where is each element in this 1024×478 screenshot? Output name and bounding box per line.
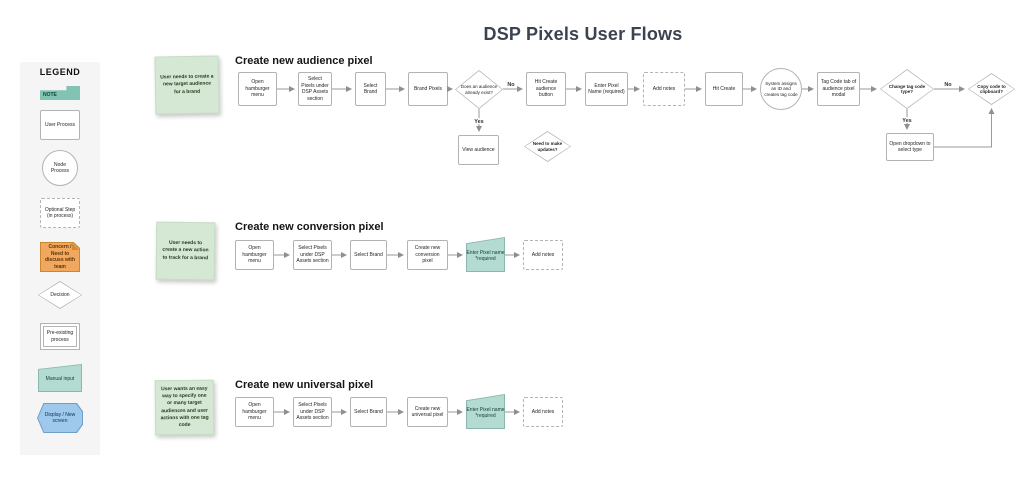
node-conversion-enter-name[interactable]: Enter Pixel name *required [466, 237, 505, 272]
legend-decision-shape[interactable]: Decision [38, 281, 82, 309]
decision-copy-code[interactable]: Copy code to clipboard? [968, 73, 1015, 105]
node-conversion-open-menu[interactable]: Open hamburger menu [235, 240, 274, 270]
node-conversion-select-brand[interactable]: Select Brand [350, 240, 387, 270]
legend-display-label: Display / New screen [44, 411, 76, 425]
node-label: Change tag code type? [888, 83, 926, 94]
node-label: Select Pixels under DSP Assets section [296, 402, 329, 422]
node-enter-pixel-name[interactable]: Enter Pixel Name (required) [585, 72, 628, 106]
node-label: Select Brand [363, 82, 378, 96]
decision-audience-exists[interactable]: Does an audience already exist? [455, 70, 503, 109]
legend-title: LEGEND [39, 67, 81, 77]
node-conversion-select-pixels[interactable]: Select Pixels under DSP Assets section [293, 240, 332, 270]
node-label: Open hamburger menu [242, 402, 267, 422]
node-audience-select-pixels[interactable]: Select Pixels under DSP Assets section [298, 72, 332, 106]
sticky-note-audience[interactable]: User needs to create a new target audien… [154, 55, 220, 115]
legend-optional-step-shape[interactable]: Optional Step (in process) [40, 198, 80, 228]
node-audience-add-notes[interactable]: Add notes [643, 72, 685, 106]
node-audience-brand-pixels[interactable]: Brand Pixels [408, 72, 448, 106]
legend-user-process-label: User Process [44, 121, 75, 128]
node-label: Enter Pixel name *required [466, 406, 505, 420]
node-universal-add-notes[interactable]: Add notes [523, 397, 563, 427]
legend-note-label: NOTE [43, 92, 57, 98]
legend-concern-label: Concern / Need to discuss with team [44, 244, 75, 270]
node-label: Select Pixels under DSP Assets section [296, 245, 329, 265]
node-system-assigns-id[interactable]: System assigns an ID and creates tag cod… [760, 68, 802, 110]
node-label: View audience [462, 146, 495, 153]
node-label: Open hamburger menu [242, 245, 267, 265]
sticky-note-universal-text: User wants an easy way to specify one or… [160, 385, 209, 429]
flow-title-audience: Create new audience pixel [235, 55, 373, 67]
folded-corner-icon [72, 243, 79, 250]
legend-preexisting-label: Pre-existing process [46, 330, 74, 343]
node-label: Create new conversion pixel [414, 245, 441, 265]
node-label: Copy code to clipboard? [977, 83, 1006, 94]
sticky-note-audience-text: User needs to create a new target audien… [160, 73, 214, 95]
node-label: Open dropdown to select type [889, 140, 931, 154]
node-label: Add notes [531, 251, 555, 258]
legend-panel: LEGEND NOTE User Process Node Process Op… [20, 62, 100, 455]
node-label: Create new universal pixel [411, 405, 444, 419]
page-title: DSP Pixels User Flows [483, 24, 683, 44]
legend-manual-input-label: Manual input [45, 376, 75, 383]
flow-title-universal: Create new universal pixel [235, 379, 374, 391]
node-label: Enter Pixel Name (required) [588, 82, 625, 96]
node-label: Brand Pixels [413, 85, 443, 92]
legend-concern-shape[interactable]: Concern / Need to discuss with team [40, 242, 80, 272]
legend-node-process-label: Node Process [50, 161, 70, 174]
node-label: Enter Pixel name *required [466, 249, 505, 263]
node-hit-create[interactable]: Hit Create [705, 72, 743, 106]
node-label: Add notes [531, 408, 555, 415]
node-hit-create-audience[interactable]: Hit Create audience button [526, 72, 566, 106]
edge-label-yes-2: Yes [902, 118, 911, 124]
flow-title-conversion: Create new conversion pixel [235, 221, 384, 233]
legend-preexisting-shape[interactable]: Pre-existing process [40, 323, 80, 350]
sticky-note-conversion-text: User needs to create a new action to tra… [162, 239, 209, 261]
legend-decision-label: Decision [50, 292, 70, 298]
node-label: Tag Code tab of audience pixel modal [820, 79, 857, 99]
edge-label-no-1: No [507, 82, 515, 88]
node-tag-code-tab[interactable]: Tag Code tab of audience pixel modal [817, 72, 860, 106]
edge-label-no-2: No [944, 82, 952, 88]
legend-note-shape[interactable]: NOTE [40, 86, 80, 100]
node-audience-open-menu[interactable]: Open hamburger menu [238, 72, 277, 106]
legend-user-process-shape[interactable]: User Process [40, 110, 80, 140]
node-audience-select-brand[interactable]: Select Brand [355, 72, 386, 106]
decision-need-updates[interactable]: Need to make updates? [524, 131, 571, 162]
node-create-universal-pixel[interactable]: Create new universal pixel [407, 397, 448, 427]
legend-node-process-shape[interactable]: Node Process [42, 150, 78, 186]
node-label: Need to make updates? [532, 141, 563, 152]
edge-label-yes-1: Yes [474, 119, 483, 125]
node-label: Hit Create audience button [534, 79, 558, 99]
node-label: Add notes [652, 85, 676, 92]
node-label: Select Brand [354, 408, 383, 415]
node-label: Hit Create [712, 85, 736, 92]
legend-optional-step-label: Optional Step (in process) [44, 206, 76, 220]
node-label: Select Pixels under DSP Assets section [301, 76, 329, 102]
sticky-note-universal[interactable]: User wants an easy way to specify one or… [154, 379, 215, 436]
node-universal-select-pixels[interactable]: Select Pixels under DSP Assets section [293, 397, 332, 427]
node-label: Select Brand [354, 251, 383, 258]
legend-manual-input-shape[interactable]: Manual input [38, 364, 82, 392]
node-universal-enter-name[interactable]: Enter Pixel name *required [466, 394, 505, 429]
node-universal-select-brand[interactable]: Select Brand [350, 397, 387, 427]
sticky-note-conversion[interactable]: User needs to create a new action to tra… [155, 221, 216, 281]
decision-change-tag-type[interactable]: Change tag code type? [880, 69, 934, 109]
node-conversion-add-notes[interactable]: Add notes [523, 240, 563, 270]
node-open-dropdown[interactable]: Open dropdown to select type [886, 133, 934, 161]
node-label: System assigns an ID and creates tag cod… [764, 80, 798, 97]
node-label: Open hamburger menu [245, 79, 270, 99]
node-universal-open-menu[interactable]: Open hamburger menu [235, 397, 274, 427]
legend-display-shape[interactable]: Display / New screen [37, 403, 83, 433]
node-label: Does an audience already exist? [460, 84, 498, 95]
node-view-audience[interactable]: View audience [458, 135, 499, 165]
node-create-conversion-pixel[interactable]: Create new conversion pixel [407, 240, 448, 270]
